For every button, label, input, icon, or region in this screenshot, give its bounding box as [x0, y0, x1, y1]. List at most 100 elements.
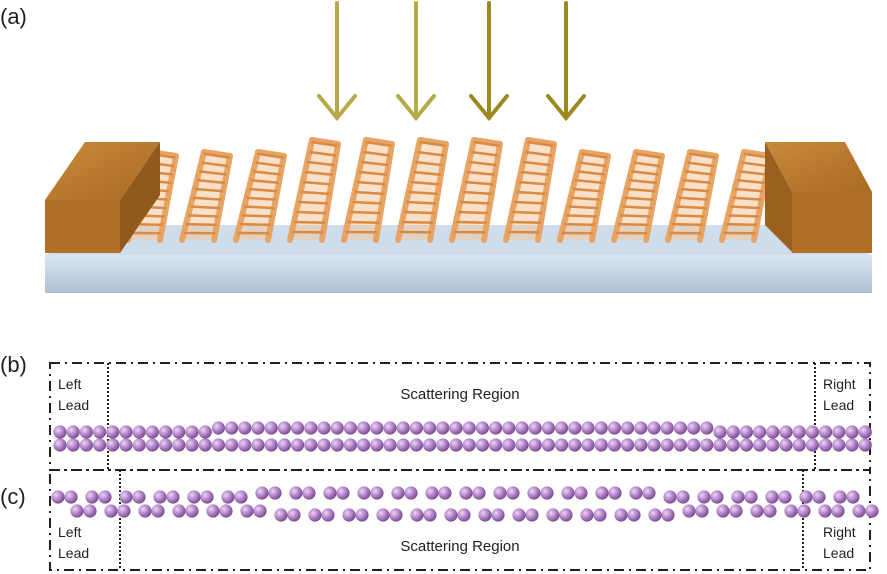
atom — [317, 438, 331, 452]
nanoribbon-rung — [577, 170, 605, 176]
nanoribbon-rail — [341, 137, 395, 243]
atom — [119, 438, 133, 452]
nanoribbon-rung — [678, 196, 708, 201]
atom — [555, 421, 569, 435]
nanoribbon-rung — [739, 170, 767, 176]
atom — [506, 486, 520, 500]
nanoribbon-rung — [523, 160, 551, 167]
nanoribbon-rung — [298, 200, 329, 205]
atom — [53, 425, 67, 439]
arrow-icon — [317, 1, 357, 122]
panel-label-c: (c) — [0, 484, 26, 509]
nanoribbon-rung — [471, 150, 499, 157]
nanoribbon-rung — [415, 160, 443, 167]
outer-box-c — [49, 469, 871, 571]
atom — [132, 490, 146, 504]
atom — [370, 486, 384, 500]
atom — [221, 490, 235, 504]
atom — [376, 508, 390, 522]
atom — [593, 508, 607, 522]
nanoribbon-rung — [570, 196, 600, 201]
nanoribbon-rung — [356, 180, 386, 186]
atom — [330, 421, 344, 435]
right-lead-label-b-2: Lead — [823, 397, 854, 413]
atom — [792, 425, 806, 439]
atom — [805, 425, 820, 439]
nanoribbon-rung — [302, 180, 332, 186]
nanoribbon-rung — [514, 200, 545, 205]
atom — [541, 421, 556, 435]
nanoribbon-rung — [296, 210, 327, 215]
atom — [682, 504, 696, 518]
nanoribbon-rung — [350, 210, 381, 215]
atom — [676, 490, 690, 504]
nanoribbon-rung — [347, 220, 379, 224]
nanoribbon-array — [125, 137, 773, 243]
atom — [317, 421, 331, 435]
atom — [559, 508, 573, 522]
atom — [79, 438, 93, 452]
nanoribbon-rung — [311, 140, 338, 148]
nanoribbon-rung — [354, 190, 384, 196]
arrow-icon — [396, 1, 436, 122]
left-lead-label-b-2: Lead — [58, 397, 89, 413]
atom — [423, 421, 437, 435]
atom — [409, 438, 423, 452]
atom — [291, 438, 305, 452]
nanoribbon-rung — [419, 140, 446, 148]
nanoribbon-rung — [624, 196, 654, 201]
nanoribbon-rail — [449, 137, 503, 243]
atom — [865, 504, 879, 518]
atom — [491, 508, 505, 522]
nanoribbon-rung — [617, 222, 649, 227]
atom — [185, 504, 199, 518]
atom — [185, 425, 199, 439]
atom — [211, 421, 225, 435]
atom — [799, 490, 813, 504]
right-lead-label-c-2: Lead — [823, 545, 854, 561]
atom — [462, 421, 476, 435]
atom — [832, 438, 846, 452]
atom — [104, 504, 118, 518]
atom-chain-c — [51, 486, 879, 522]
atom — [391, 486, 405, 500]
nanoribbon-rung — [512, 210, 543, 215]
atom — [629, 486, 643, 500]
nanoribbon-rung — [412, 170, 442, 176]
nanoribbon-rung — [460, 200, 491, 205]
atom — [423, 438, 437, 452]
nanoribbon-rung — [620, 214, 651, 218]
atom — [323, 486, 337, 500]
atom — [287, 508, 301, 522]
atom — [765, 490, 779, 504]
atom — [370, 438, 384, 452]
arrow-icon — [546, 1, 586, 122]
atom — [858, 425, 872, 439]
atom — [729, 504, 743, 518]
atom — [198, 438, 212, 452]
atom — [739, 425, 754, 439]
atom — [219, 504, 233, 518]
atom — [234, 490, 248, 504]
nanoribbon-rung — [525, 150, 553, 157]
nanoribbon-rung — [255, 161, 283, 168]
atom — [627, 508, 641, 522]
atom — [70, 504, 84, 518]
nanoribbon-rung — [626, 187, 656, 193]
atom — [574, 486, 588, 500]
nanoribbon-rung — [674, 214, 705, 218]
atom — [515, 421, 529, 435]
nanoribbon-rung — [527, 140, 554, 148]
atom — [253, 504, 267, 518]
atom — [289, 486, 303, 500]
nanoribbon-rung — [257, 152, 284, 159]
nanoribbon-rung — [253, 170, 281, 176]
panel-c: Left Lead Scattering Region Right Lead — [49, 469, 879, 571]
atom — [277, 438, 291, 452]
atom — [502, 438, 516, 452]
atom — [138, 504, 152, 518]
nanoribbon-rung — [516, 190, 546, 196]
atom — [404, 486, 418, 500]
right-lead-label-b: Right — [823, 376, 856, 392]
panel-label-a: (a) — [0, 4, 27, 29]
